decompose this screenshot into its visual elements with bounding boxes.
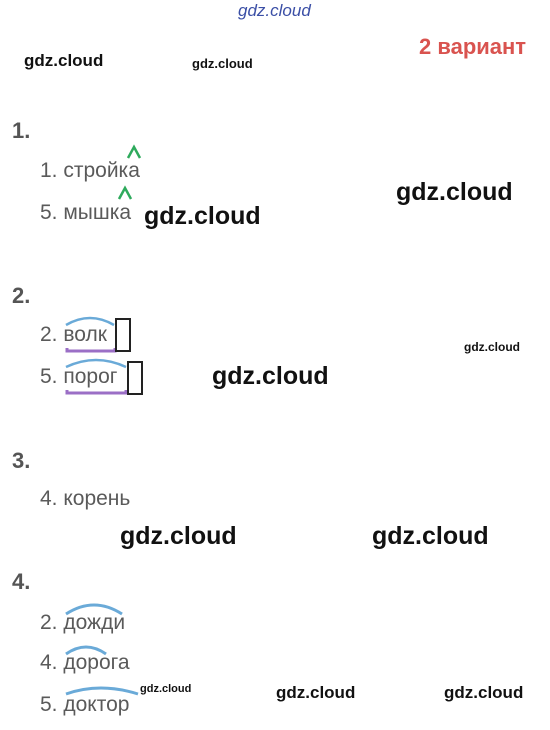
root-arc-icon [65,358,143,395]
watermark: gdz.cloud [212,362,329,390]
watermark: gdz.cloud [372,522,489,550]
variant-label: 2 вариант [419,34,527,59]
root-arc-icon [65,686,139,696]
root-arc-icon [65,316,131,353]
answer-item: 5. порог [40,365,118,388]
answer-item: 5. доктор [40,693,130,716]
task-number: 3. [12,448,31,473]
root-arc-icon [65,603,123,616]
watermark: gdz.cloud [144,202,261,230]
answer-item: 4. дорога [40,651,130,674]
watermark: gdz.cloud [396,178,513,206]
watermark: gdz.cloud [120,522,237,550]
task-number: 2. [12,283,31,308]
answer-item: 2. дожди [40,611,126,634]
task-number: 1. [12,118,31,143]
watermark: gdz.cloud [464,340,520,354]
answer-item: 2. волк [40,323,107,346]
watermark: gdz.cloud [192,56,253,71]
watermark: gdz.cloud [238,1,311,20]
stress-mark-icon [126,144,142,159]
answer-item: 1. стройка [40,159,140,182]
answer-item: 4. корень [40,487,131,510]
watermark: gdz.cloud [276,683,356,702]
task-number: 4. [12,569,31,594]
root-arc-icon [65,645,107,656]
stress-mark-icon [117,185,133,200]
answer-item: 5. мышка [40,201,132,224]
watermark: gdz.cloud [140,683,192,695]
watermark: gdz.cloud [444,683,524,702]
watermark: gdz.cloud [24,51,104,70]
